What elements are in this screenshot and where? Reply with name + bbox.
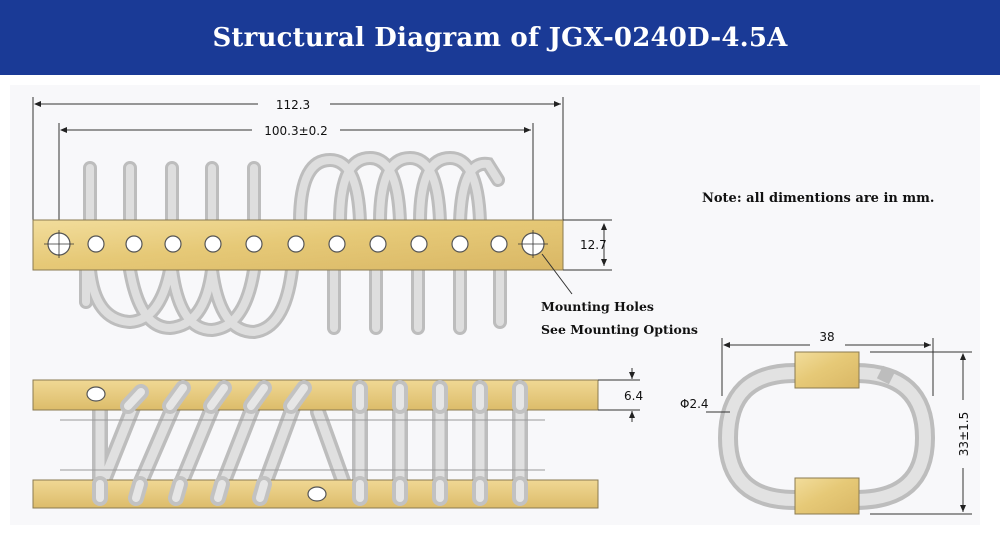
dim-bar-height-top <box>563 219 612 271</box>
units-note: Note: all dimentions are in mm. <box>702 191 934 206</box>
top-view: 112.3 100.3±0.2 <box>32 97 698 340</box>
dim-bar-height-top-label: 12.7 <box>580 238 607 252</box>
mounting-holes-label: Mounting Holes <box>541 299 654 314</box>
dim-hole-spacing-label: 100.3±0.2 <box>264 124 328 138</box>
side-hole-bottom <box>307 486 327 502</box>
dim-height <box>870 351 972 515</box>
mounting-leader-line <box>541 253 573 295</box>
title-bar: Structural Diagram of JGX-0240D-4.5A <box>0 0 1000 75</box>
dim-width-label: 38 <box>819 330 834 344</box>
end-view-bottom-clamp <box>794 477 860 515</box>
dim-width <box>721 338 934 396</box>
dim-cable-diameter-label: Φ2.4 <box>680 397 709 411</box>
mounting-options-label: See Mounting Options <box>541 322 698 337</box>
dim-overall-length-label: 112.3 <box>276 98 310 112</box>
side-cable-inner <box>60 419 545 471</box>
dim-overall-length <box>32 97 564 220</box>
dim-bar-height-side-label: 6.4 <box>624 389 643 403</box>
end-view-top-clamp <box>794 351 860 389</box>
top-bar-holes <box>47 232 545 256</box>
page-title: Structural Diagram of JGX-0240D-4.5A <box>212 22 788 53</box>
dim-height-label: 33±1.5 <box>957 412 971 456</box>
end-view: 38 Φ2.4 33±1.5 <box>680 330 972 515</box>
dim-bar-height-side <box>598 368 640 422</box>
side-hole-top <box>86 386 106 402</box>
side-view: 6.4 <box>32 368 643 509</box>
